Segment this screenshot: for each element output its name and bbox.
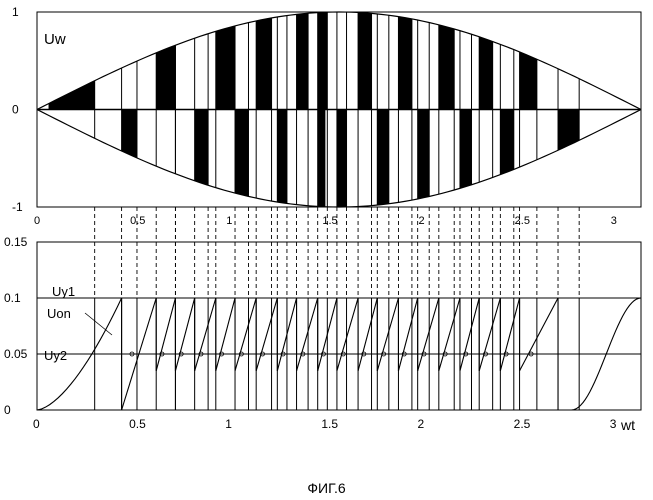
- negative-pulse: [318, 110, 326, 207]
- x-axis-label-wt: wt: [620, 417, 635, 433]
- ramp-segment: [175, 298, 194, 371]
- positive-pulse: [318, 12, 328, 109]
- top-x-tick-label: 1: [226, 215, 232, 227]
- positive-pulse: [398, 17, 411, 110]
- top-y-tick-label: -1: [12, 200, 23, 214]
- positive-pulse: [297, 13, 309, 109]
- ramp-segment: [216, 298, 235, 371]
- positive-pulse: [49, 81, 95, 110]
- ramp-segment: [460, 298, 479, 371]
- bottom-x-tick-label: 2: [418, 417, 425, 431]
- ramp-segment: [500, 298, 519, 371]
- ramp-segment: [439, 298, 460, 371]
- ramp-segment: [297, 298, 318, 371]
- ramp-segment: [156, 298, 175, 371]
- bottom-x-tick-label: 3: [610, 417, 617, 431]
- negative-pulse: [500, 110, 513, 175]
- upper-envelope: [37, 12, 641, 110]
- top-x-tick-label: 2.5: [515, 215, 530, 227]
- bottom-x-tick-label: 1: [225, 417, 232, 431]
- ramp-segment: [256, 298, 277, 371]
- positive-pulse: [216, 26, 235, 110]
- bottom-x-tick-label: 1.5: [321, 417, 338, 431]
- uon-leader-line: [85, 313, 112, 335]
- top-x-tick-label: 0.5: [130, 215, 145, 227]
- negative-pulse: [558, 110, 579, 151]
- bottom-panel: 0.15 0.1 0.05 0 0 0.5 1 1.5 2 2.5 3: [4, 235, 641, 431]
- bottom-x-tick-label: 0.5: [129, 417, 146, 431]
- positive-pulse: [479, 37, 492, 110]
- bottom-y-tick-label: 0.1: [4, 291, 21, 305]
- ramp-segment: [418, 298, 439, 371]
- negative-pulse: [235, 110, 248, 197]
- pwm-figure: 1 0 -1 0 0.5 1 1.5 2 2.5 3 0.15 0.1 0.05 0 0 0.5 1 1.5 2 2…: [0, 0, 653, 480]
- ramp-segment: [479, 298, 500, 371]
- uon-label: Uon: [47, 306, 71, 321]
- positive-pulse: [520, 52, 537, 110]
- negative-pulse: [377, 110, 389, 206]
- bottom-x-tick-label: 0: [33, 417, 40, 431]
- ramp-segment: [337, 298, 358, 371]
- uw-label: Uw: [44, 31, 66, 48]
- top-x-tick-label: 0: [34, 215, 40, 227]
- positive-pulse: [156, 45, 175, 109]
- ramp-segment: [358, 298, 377, 371]
- figure-caption: ФИГ.6: [0, 480, 653, 496]
- negative-pulse: [195, 110, 208, 186]
- top-y-tick-label: 0: [12, 103, 19, 117]
- negative-pulse: [122, 110, 137, 158]
- positive-pulse: [439, 25, 454, 110]
- positive-pulse: [358, 12, 371, 109]
- top-x-tick-label: 2: [419, 215, 425, 227]
- ramp-segment: [377, 298, 398, 371]
- ramp-segment: [195, 298, 216, 371]
- negative-pulse: [460, 110, 472, 189]
- ramp-segment: [520, 298, 558, 371]
- negative-pulse: [277, 110, 287, 204]
- bottom-y-tick-label: 0.05: [4, 347, 28, 361]
- uy1-label: Uy1: [52, 284, 75, 299]
- negative-pulse: [418, 110, 430, 199]
- positive-pulse: [256, 18, 271, 110]
- bottom-plot-frame: [37, 242, 641, 410]
- top-x-tick-label: 3: [611, 215, 617, 227]
- ramp-segment: [235, 298, 256, 371]
- bottom-y-tick-label: 0.15: [4, 235, 28, 249]
- top-y-tick-label: 1: [12, 5, 19, 19]
- bottom-x-tick-label: 2.5: [514, 417, 531, 431]
- ramp-segment: [398, 298, 417, 371]
- negative-pulse: [337, 110, 347, 207]
- bottom-y-tick-label: 0: [4, 403, 11, 417]
- top-panel: 1 0 -1 0 0.5 1 1.5 2 2.5 3: [12, 5, 641, 227]
- uy2-label: Uy2: [44, 348, 67, 363]
- top-x-tick-label: 1.5: [322, 215, 337, 227]
